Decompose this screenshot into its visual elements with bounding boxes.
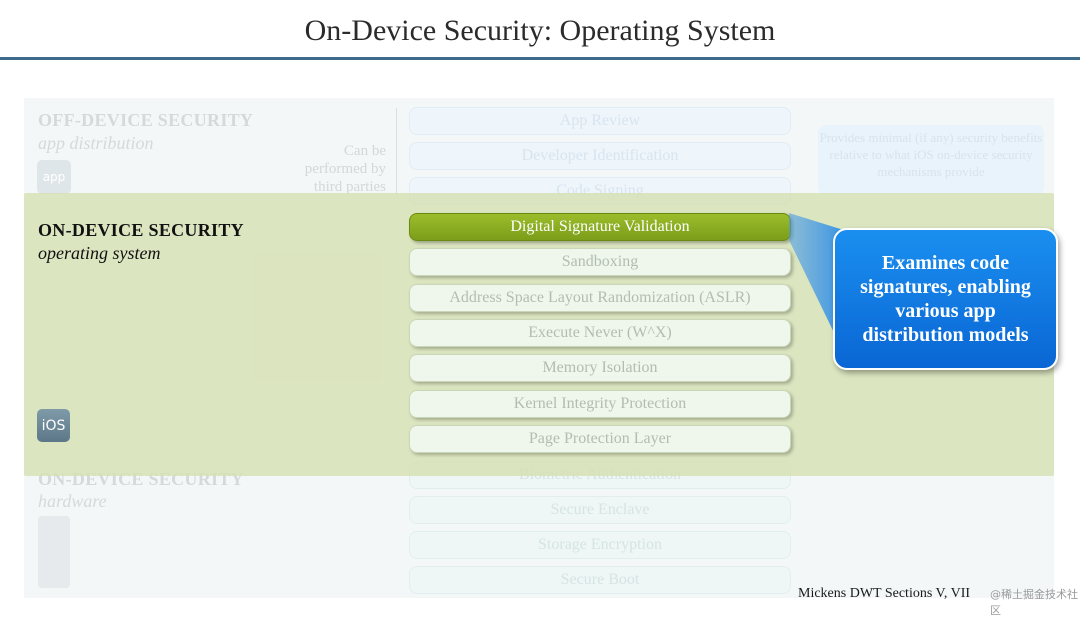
os-item-aslr[interactable]: Address Space Layout Randomization (ASLR… — [409, 284, 791, 312]
off-device-item: Developer Identification — [409, 142, 791, 170]
hardware-item: Secure Enclave — [409, 496, 791, 524]
app-icon: app — [37, 160, 71, 194]
os-item-sandboxing[interactable]: Sandboxing — [409, 248, 791, 276]
os-heading: ON-DEVICE SECURITY — [38, 220, 244, 240]
callout-box: Examines code signatures, enabling vario… — [833, 228, 1058, 370]
hardware-item: Storage Encryption — [409, 531, 791, 559]
title-rule — [0, 57, 1080, 60]
callout-text: Examines code signatures, enabling vario… — [860, 252, 1031, 346]
off-device-item: App Review — [409, 107, 791, 135]
off-device-callout: Provides minimal (if any) security benef… — [818, 125, 1044, 195]
os-item-digital-signature-validation[interactable]: Digital Signature Validation — [409, 213, 791, 241]
footer-citation: Mickens DWT Sections V, VII — [798, 586, 971, 601]
slide-title: On-Device Security: Operating System — [304, 14, 776, 47]
os-item-kernel-integrity-protection[interactable]: Kernel Integrity Protection — [409, 390, 791, 418]
app-icon-label: app — [42, 170, 66, 184]
os-item-execute-never[interactable]: Execute Never (W^X) — [409, 319, 791, 347]
faded-divider — [396, 108, 397, 194]
off-device-heading: OFF-DEVICE SECURITY — [38, 110, 254, 130]
hardware-item: Secure Boot — [409, 566, 791, 594]
os-item-memory-isolation[interactable]: Memory Isolation — [409, 354, 791, 382]
off-device-note: Can be performed by third parties — [304, 143, 386, 195]
ios-icon-label: iOS — [41, 417, 66, 434]
hardware-subheading: hardware — [38, 491, 107, 511]
os-item-page-protection-layer[interactable]: Page Protection Layer — [409, 425, 791, 453]
os-subheading: operating system — [38, 243, 161, 263]
phone-icon — [38, 516, 70, 588]
watermark: @稀土掘金技术社区 — [990, 588, 1078, 617]
ios-icon: iOS — [37, 409, 70, 442]
off-device-subheading: app distribution — [38, 133, 154, 153]
